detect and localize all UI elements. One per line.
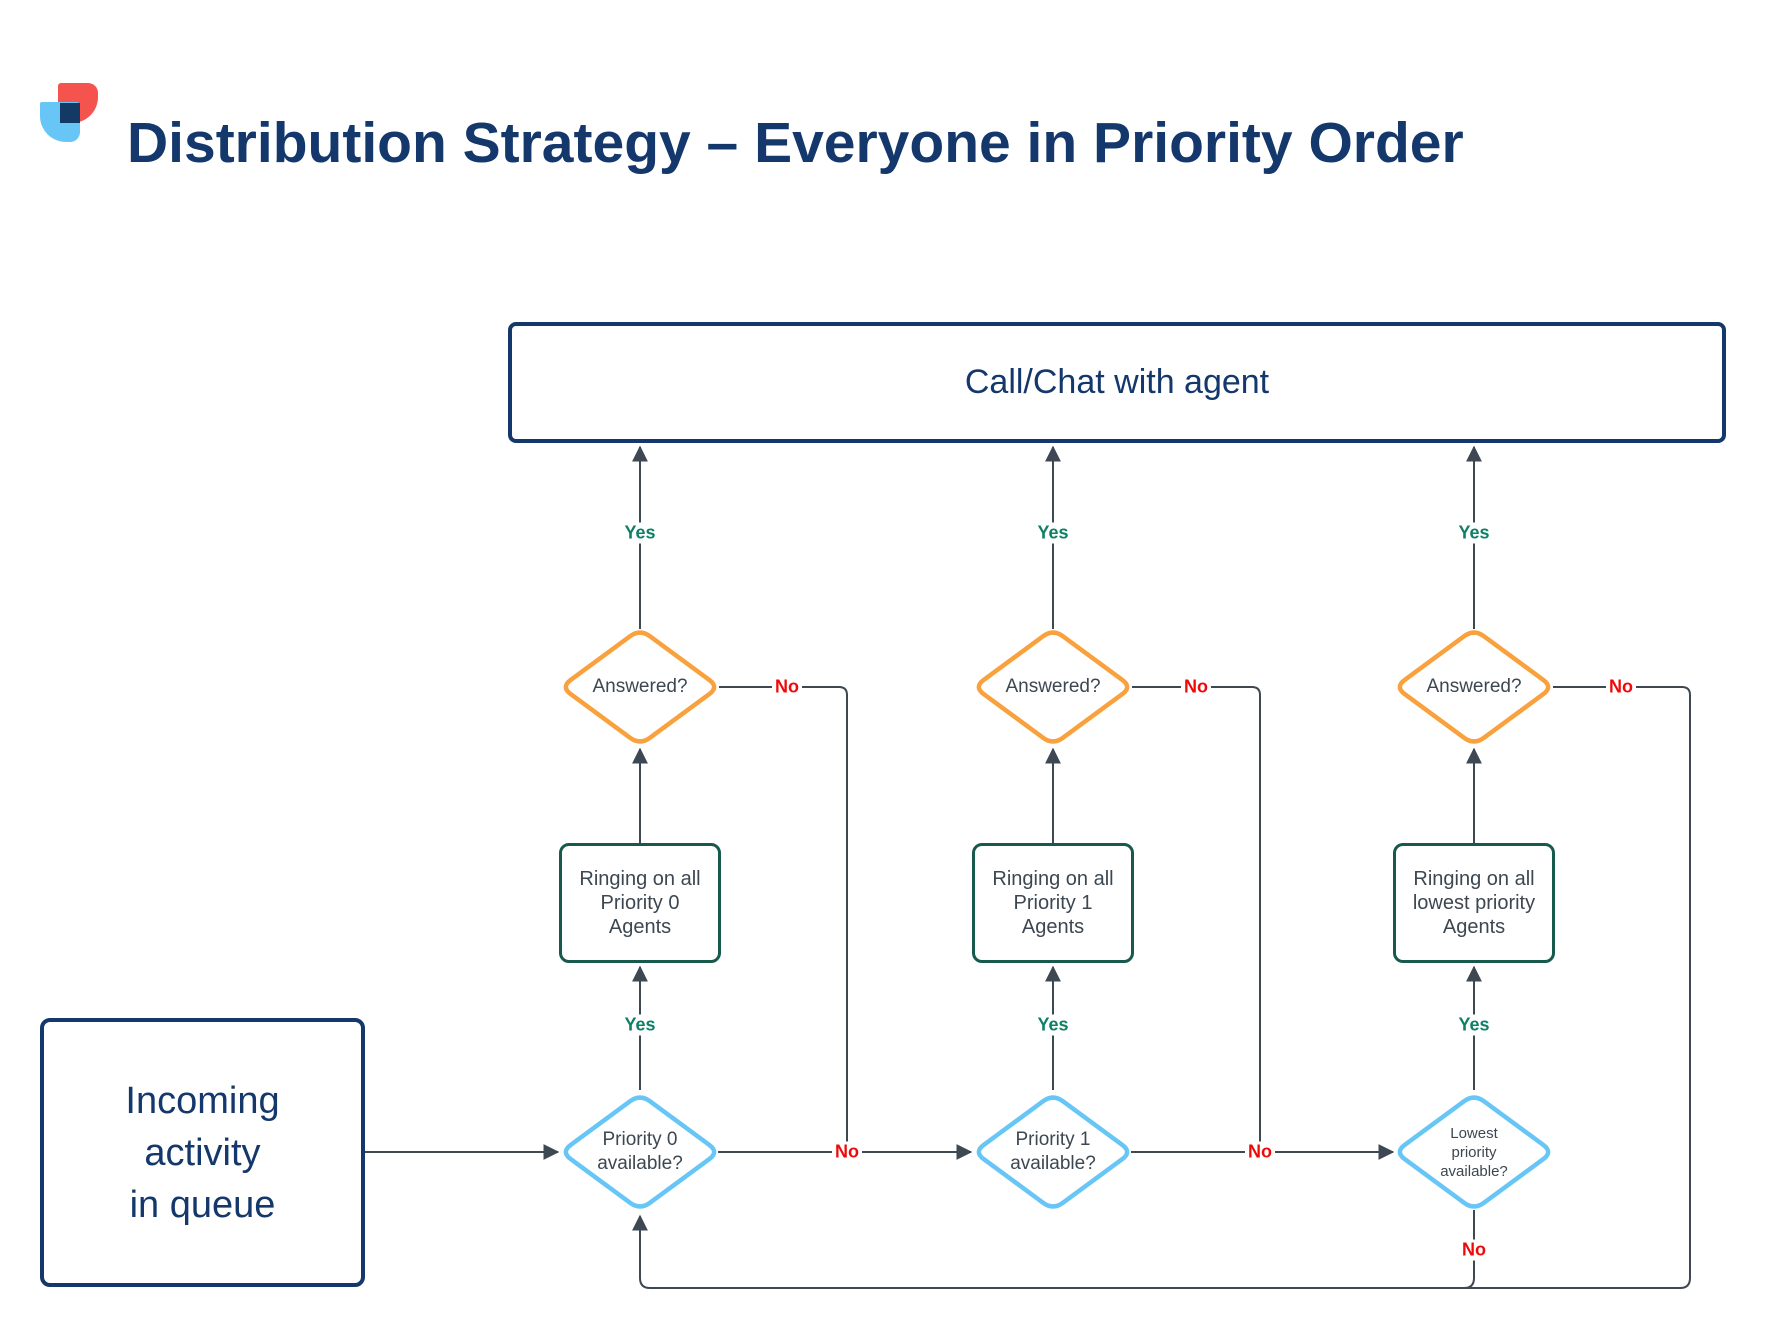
available-diamond-lowest: Lowest priority available? [1391, 1090, 1557, 1214]
ringing-node-priority0: Ringing on all Priority 0 Agents [559, 843, 721, 963]
ringing-label: Ringing on all Priority 1 Agents [992, 868, 1114, 938]
incoming-activity-label: Incoming activity in queue [125, 1079, 280, 1226]
ringing-label: Ringing on all lowest priority Agents [1412, 868, 1536, 938]
yes-label: Yes [621, 1014, 659, 1036]
no-label: No [832, 1141, 862, 1163]
available-label: Lowest priority available? [1440, 1124, 1508, 1180]
page-title: Distribution Strategy – Everyone in Prio… [127, 111, 1464, 175]
yes-label: Yes [1455, 522, 1493, 544]
call-chat-label: Call/Chat with agent [964, 363, 1270, 401]
answered-label: Answered? [1426, 676, 1522, 697]
diamond-shape-blue [563, 1095, 717, 1209]
no-label: No [772, 676, 802, 698]
answered-label: Answered? [592, 676, 688, 697]
available-diamond-priority1: Priority 1 available? [970, 1090, 1136, 1214]
diamond-shape-orange [976, 630, 1130, 744]
available-diamond-priority0: Priority 0 available? [557, 1090, 723, 1214]
no-label: No [1606, 676, 1636, 698]
yes-label: Yes [621, 522, 659, 544]
diamond-shape-orange [563, 630, 717, 744]
answered-diamond-priority1: Answered? [970, 625, 1136, 749]
diamond-shape-blue [976, 1095, 1130, 1209]
yes-label: Yes [1034, 1014, 1072, 1036]
answered-diamond-priority0: Answered? [557, 625, 723, 749]
available-label: Priority 1 available? [1010, 1129, 1096, 1174]
ringing-node-priority1: Ringing on all Priority 1 Agents [972, 843, 1134, 963]
incoming-activity-node: Incoming activity in queue [40, 1018, 365, 1287]
answered-label: Answered? [1005, 676, 1101, 697]
ringing-node-lowest: Ringing on all lowest priority Agents [1393, 843, 1555, 963]
no-label: No [1459, 1239, 1489, 1261]
answered-diamond-lowest: Answered? [1391, 625, 1557, 749]
no-label: No [1181, 676, 1211, 698]
call-chat-node: Call/Chat with agent [508, 322, 1726, 443]
no-label: No [1245, 1141, 1275, 1163]
diamond-shape-blue [1397, 1095, 1551, 1209]
yes-label: Yes [1034, 522, 1072, 544]
yes-label: Yes [1455, 1014, 1493, 1036]
available-label: Priority 0 available? [597, 1129, 683, 1174]
logo-navy-square [60, 103, 80, 123]
ringing-label: Ringing on all Priority 0 Agents [579, 868, 701, 938]
diamond-shape-orange [1397, 630, 1551, 744]
